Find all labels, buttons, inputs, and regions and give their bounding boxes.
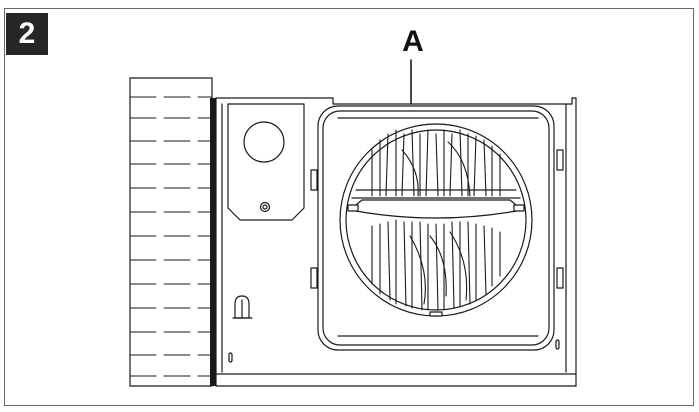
electrical-knockout — [244, 122, 284, 162]
grounding-screw — [261, 203, 270, 212]
lock-slot — [235, 296, 249, 318]
framing-studs — [130, 78, 216, 386]
duct-collar — [318, 106, 554, 350]
callout-label-a: A — [402, 25, 424, 58]
blower-wheel — [372, 130, 500, 310]
step-number-badge: 2 — [6, 13, 48, 55]
duct-opening — [340, 124, 532, 316]
damper-flap — [348, 190, 524, 218]
fan-housing — [216, 98, 576, 386]
junction-box-plate — [228, 104, 304, 220]
damper-tab — [430, 312, 442, 316]
